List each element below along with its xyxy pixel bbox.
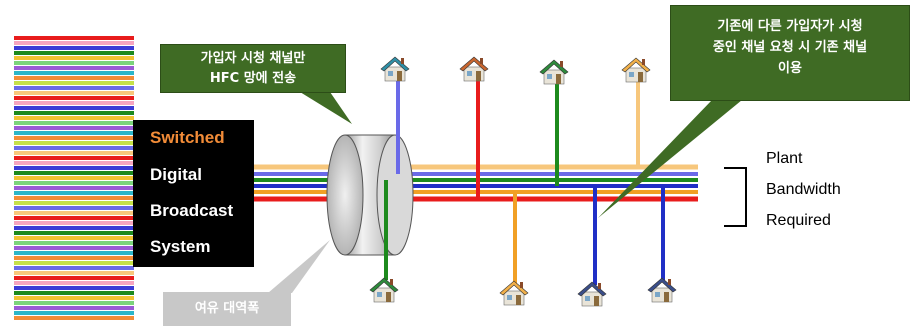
callout-right-line3: 이용: [778, 61, 802, 76]
channel-stripe: [14, 166, 134, 170]
bracket-icon: [724, 167, 747, 227]
channel-stripe: [14, 61, 134, 65]
channel-stripe: [14, 126, 134, 130]
channel-stripe: [14, 96, 134, 100]
channel-stripe: [14, 56, 134, 60]
channel-stripe: [14, 171, 134, 175]
callout-right-line1: 기존에 다른 가입자가 시청: [717, 19, 863, 34]
callout-left-pointer: [300, 92, 352, 124]
channel-stripe: [14, 181, 134, 185]
sdb-line-switched: Switched: [150, 128, 225, 147]
channel-stripe: [14, 256, 134, 260]
callout-spare-pointer: [268, 240, 330, 293]
channel-stripe: [14, 236, 134, 240]
sdb-line-digital: Digital: [150, 165, 202, 184]
channel-stripe: [14, 81, 134, 85]
channel-stripe: [14, 51, 134, 55]
channel-stripe: [14, 196, 134, 200]
channel-stripe: [14, 71, 134, 75]
channel-stripe: [14, 91, 134, 95]
house-icon: [647, 277, 677, 303]
channel-stripe: [14, 231, 134, 235]
channel-stripe: [14, 206, 134, 210]
house-icon: [369, 277, 399, 303]
house-icon: [539, 59, 569, 85]
house-icon: [621, 57, 651, 83]
drop-lines: [384, 80, 665, 285]
channel-stripe: [14, 111, 134, 115]
channel-stripe: [14, 286, 134, 290]
channel-stripe: [14, 66, 134, 70]
channel-stripe: [14, 106, 134, 110]
callout-right-line2: 중인 채널 요청 시 기존 채널: [712, 40, 868, 55]
house-icon: [499, 280, 529, 306]
callout-left-line1: 가입자 시청 채널만: [200, 51, 306, 66]
channel-stripe: [14, 101, 134, 105]
channel-stripe: [14, 306, 134, 310]
channel-stripe: [14, 216, 134, 220]
channel-stripe: [14, 271, 134, 275]
channel-stripe: [14, 211, 134, 215]
channel-stripe: [14, 191, 134, 195]
channel-stripe: [14, 281, 134, 285]
callout-spare-bandwidth: 여유 대역폭: [163, 292, 291, 326]
channel-stripe: [14, 301, 134, 305]
callout-left: 가입자 시청 채널만 HFC 망에 전송: [160, 44, 346, 93]
channel-stripe: [14, 136, 134, 140]
channel-stripe: [14, 156, 134, 160]
sdb-box: [133, 120, 254, 267]
sdb-line-system: System: [150, 237, 211, 256]
plant-label: Plant: [766, 150, 803, 167]
channel-stripe: [14, 46, 134, 50]
channel-stripe: [14, 151, 134, 155]
channel-stripe: [14, 311, 134, 315]
channel-stripe: [14, 221, 134, 225]
channel-stripe: [14, 251, 134, 255]
callout-left-line2: HFC 망에 전송: [209, 71, 297, 86]
callout-right-pointer: [598, 100, 742, 218]
channel-stripe: [14, 316, 134, 320]
required-label: Required: [766, 212, 831, 229]
house-icon: [380, 56, 410, 82]
channel-stripe: [14, 146, 134, 150]
callout-right: 기존에 다른 가입자가 시청 중인 채널 요청 시 기존 채널 이용: [670, 5, 910, 101]
house-icon: [459, 56, 489, 82]
channel-stripe: [14, 161, 134, 165]
channel-stripes-left: [14, 36, 134, 320]
channel-stripe: [14, 276, 134, 280]
channel-stripe: [14, 36, 134, 40]
channel-stripe: [14, 246, 134, 250]
channel-stripe: [14, 296, 134, 300]
channel-stripe: [14, 76, 134, 80]
channel-stripe: [14, 176, 134, 180]
bandwidth-label: Bandwidth: [766, 181, 841, 198]
channel-stripe: [14, 241, 134, 245]
channel-stripe: [14, 131, 134, 135]
sdb-line-broadcast: Broadcast: [150, 201, 234, 220]
channel-stripe: [14, 41, 134, 45]
channel-stripe: [14, 266, 134, 270]
channel-stripe: [14, 86, 134, 90]
channel-stripe: [14, 141, 134, 145]
channel-stripe: [14, 186, 134, 190]
channel-stripe: [14, 121, 134, 125]
cable-cylinder-icon: [326, 134, 414, 256]
channel-stripe: [14, 261, 134, 265]
channel-stripe: [14, 226, 134, 230]
channel-stripe: [14, 201, 134, 205]
channel-stripe: [14, 116, 134, 120]
house-icon: [577, 281, 607, 307]
channel-stripe: [14, 291, 134, 295]
